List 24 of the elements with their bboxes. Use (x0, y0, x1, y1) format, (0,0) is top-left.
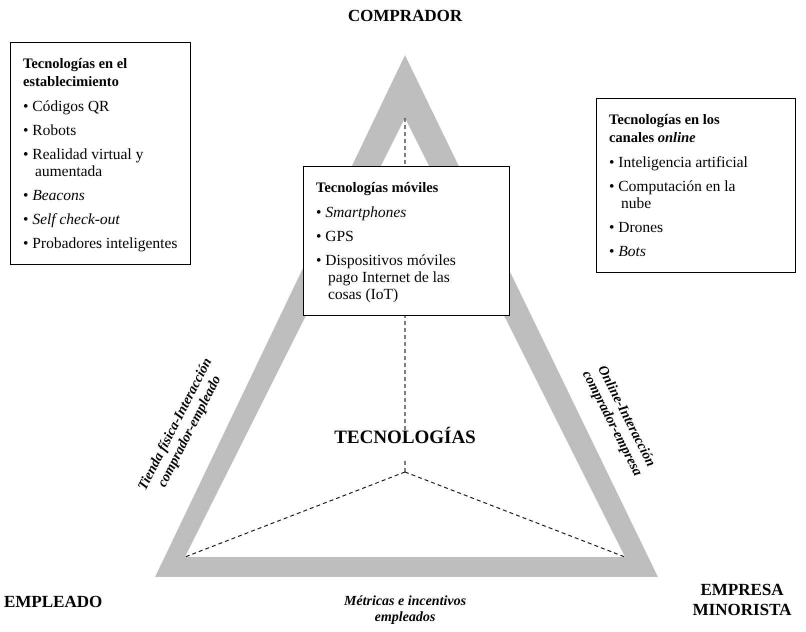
vertex-label: COMPRADOR (305, 6, 505, 26)
technology-list-box (596, 98, 796, 273)
list-item: • Probadores inteligentes (23, 235, 178, 252)
list-item: • Computación en la nube (609, 178, 736, 212)
list-item: • Dispositivos móviles pago Internet de las cosas (IoT) (316, 252, 457, 303)
list-item: • Drones (609, 219, 664, 236)
box-heading: Tecnologías en el establecimiento (23, 55, 128, 91)
box-heading: Tecnologías en los canales online (609, 111, 721, 147)
technology-list-box (10, 42, 191, 265)
vertex-label: EMPRESA MINORISTA (680, 580, 804, 620)
list-item: • Inteligencia artificial (609, 154, 749, 171)
vertex-label: EMPLEADO (4, 592, 134, 612)
list-item: • Realidad virtual y aumentada (23, 146, 144, 180)
list-item: • Robots (23, 122, 78, 139)
list-item: • Smartphones (316, 204, 408, 221)
list-item: • GPS (316, 228, 355, 245)
list-item: • Self check-out (23, 211, 121, 228)
box-heading: Tecnologías móviles (316, 179, 440, 197)
list-item: • Bots (609, 243, 647, 260)
list-item: • Beacons (23, 187, 86, 204)
technology-list-box (303, 166, 510, 316)
list-item: • Códigos QR (23, 98, 110, 115)
center-title: TECNOLOGÍAS (305, 428, 505, 448)
side-label: Métricas e incentivos empleados (342, 594, 468, 626)
